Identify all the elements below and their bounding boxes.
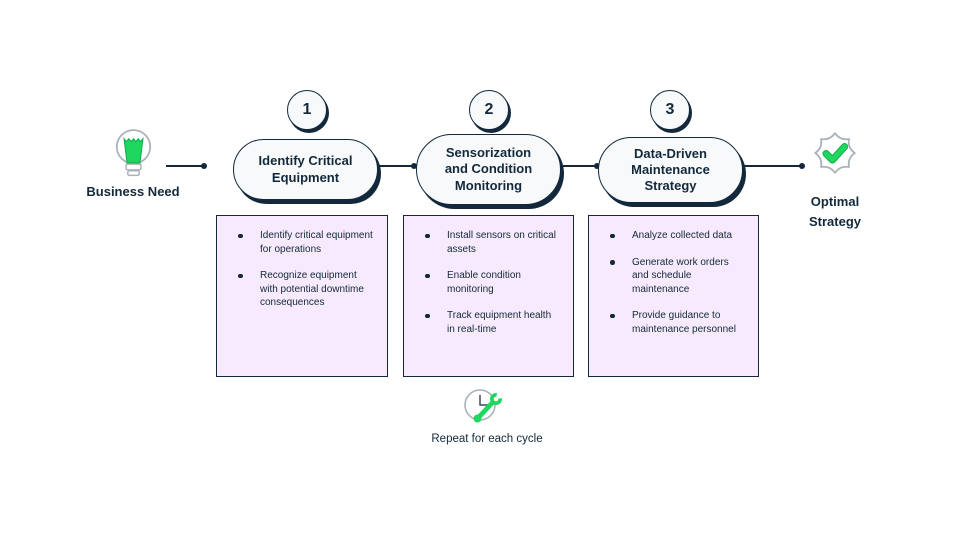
step2-detail-box: Install sensors on critical assets Enabl… [403, 215, 574, 377]
step3-title: Data-Driven Maintenance Strategy [631, 145, 710, 194]
connector-arrow-3 [561, 162, 600, 170]
verified-badge-icon [814, 132, 856, 174]
step1-title: Identify Critical Equipment [258, 153, 353, 185]
step1-number: 1 [302, 101, 312, 118]
step2-pill: Sensorization and Condition Monitoring [416, 134, 561, 205]
step3-detail-box: Analyze collected data Generate work ord… [588, 215, 759, 377]
step1-pill: Identify Critical Equipment [233, 139, 378, 200]
connector-dot [593, 162, 600, 170]
repeat-cycle-label: Repeat for each cycle [431, 433, 543, 445]
connector-arrow-2 [379, 162, 417, 170]
list-item: Provide guidance to maintenance personne… [603, 309, 750, 336]
list-item: Track equipment health in real-time [418, 309, 565, 336]
connector-dot [200, 162, 207, 170]
connector-arrow-4 [743, 162, 805, 170]
step1-number-badge: 1 [287, 90, 327, 130]
step1-detail-box: Identify critical equipment for operatio… [216, 215, 388, 377]
step1-detail-list: Identify critical equipment for operatio… [217, 216, 387, 310]
list-item: Analyze collected data [603, 229, 750, 243]
step3-number: 3 [665, 101, 675, 118]
connector-arrow-1 [166, 162, 207, 170]
connector-dot [798, 162, 805, 170]
list-item: Recognize equipment with potential downt… [231, 269, 379, 310]
connector-dot [410, 162, 417, 170]
list-item: Enable condition monitoring [418, 269, 565, 296]
list-item: Generate work orders and schedule mainte… [603, 256, 750, 297]
step3-detail-list: Analyze collected data Generate work ord… [589, 216, 758, 336]
step2-number-badge: 2 [469, 90, 509, 130]
list-item: Install sensors on critical assets [418, 229, 565, 256]
step2-detail-list: Install sensors on critical assets Enabl… [404, 216, 573, 336]
repeat-cycle-node [461, 385, 511, 429]
optimal-strategy-label: Optimal Strategy [808, 194, 862, 229]
business-need-node: Business Need [83, 127, 183, 202]
step3-number-badge: 3 [650, 90, 690, 130]
clock-wrench-icon [464, 389, 505, 423]
optimal-strategy-node [812, 130, 858, 176]
business-need-label: Business Need [86, 184, 180, 199]
list-item: Identify critical equipment for operatio… [231, 229, 379, 256]
step2-number: 2 [484, 101, 494, 118]
lightbulb-icon [115, 129, 151, 177]
step3-pill: Data-Driven Maintenance Strategy [598, 137, 743, 203]
step2-title: Sensorization and Condition Monitoring [444, 145, 533, 193]
